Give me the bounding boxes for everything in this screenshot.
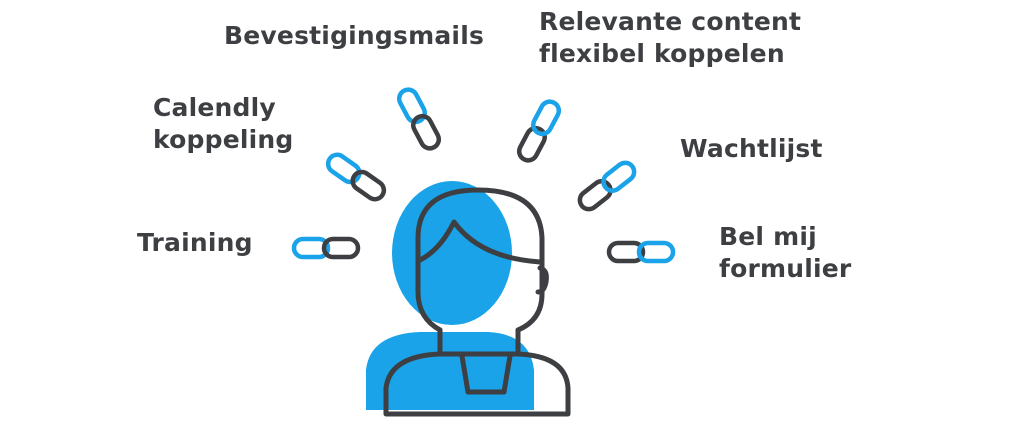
label-bevestigingsmails-text: Bevestigingsmails [224, 21, 485, 50]
link-icon [606, 240, 676, 264]
label-relevante-content: Relevante content flexibel koppelen [539, 6, 801, 70]
label-relevante-line1: Relevante content [539, 7, 802, 36]
person-icon [366, 181, 571, 417]
link-icon [516, 99, 562, 163]
label-wachtlijst-text: Wachtlijst [680, 134, 823, 163]
label-belmij-line1: Bel mij [719, 222, 817, 251]
label-calendly: Calendly koppeling [153, 92, 294, 156]
link-icon [577, 160, 637, 212]
link-icon [396, 87, 442, 151]
label-bel-mij: Bel mij formulier [719, 221, 851, 285]
label-calendly-line2: koppeling [153, 125, 294, 154]
link-icon [325, 152, 387, 202]
label-bevestigingsmails: Bevestigingsmails [224, 20, 484, 52]
label-belmij-line2: formulier [719, 254, 852, 283]
label-training-text: Training [137, 228, 253, 257]
label-relevante-line2: flexibel koppelen [539, 39, 785, 68]
label-training: Training [137, 227, 253, 259]
label-wachtlijst: Wachtlijst [680, 133, 823, 165]
link-icon [291, 236, 361, 260]
label-calendly-line1: Calendly [153, 93, 276, 122]
